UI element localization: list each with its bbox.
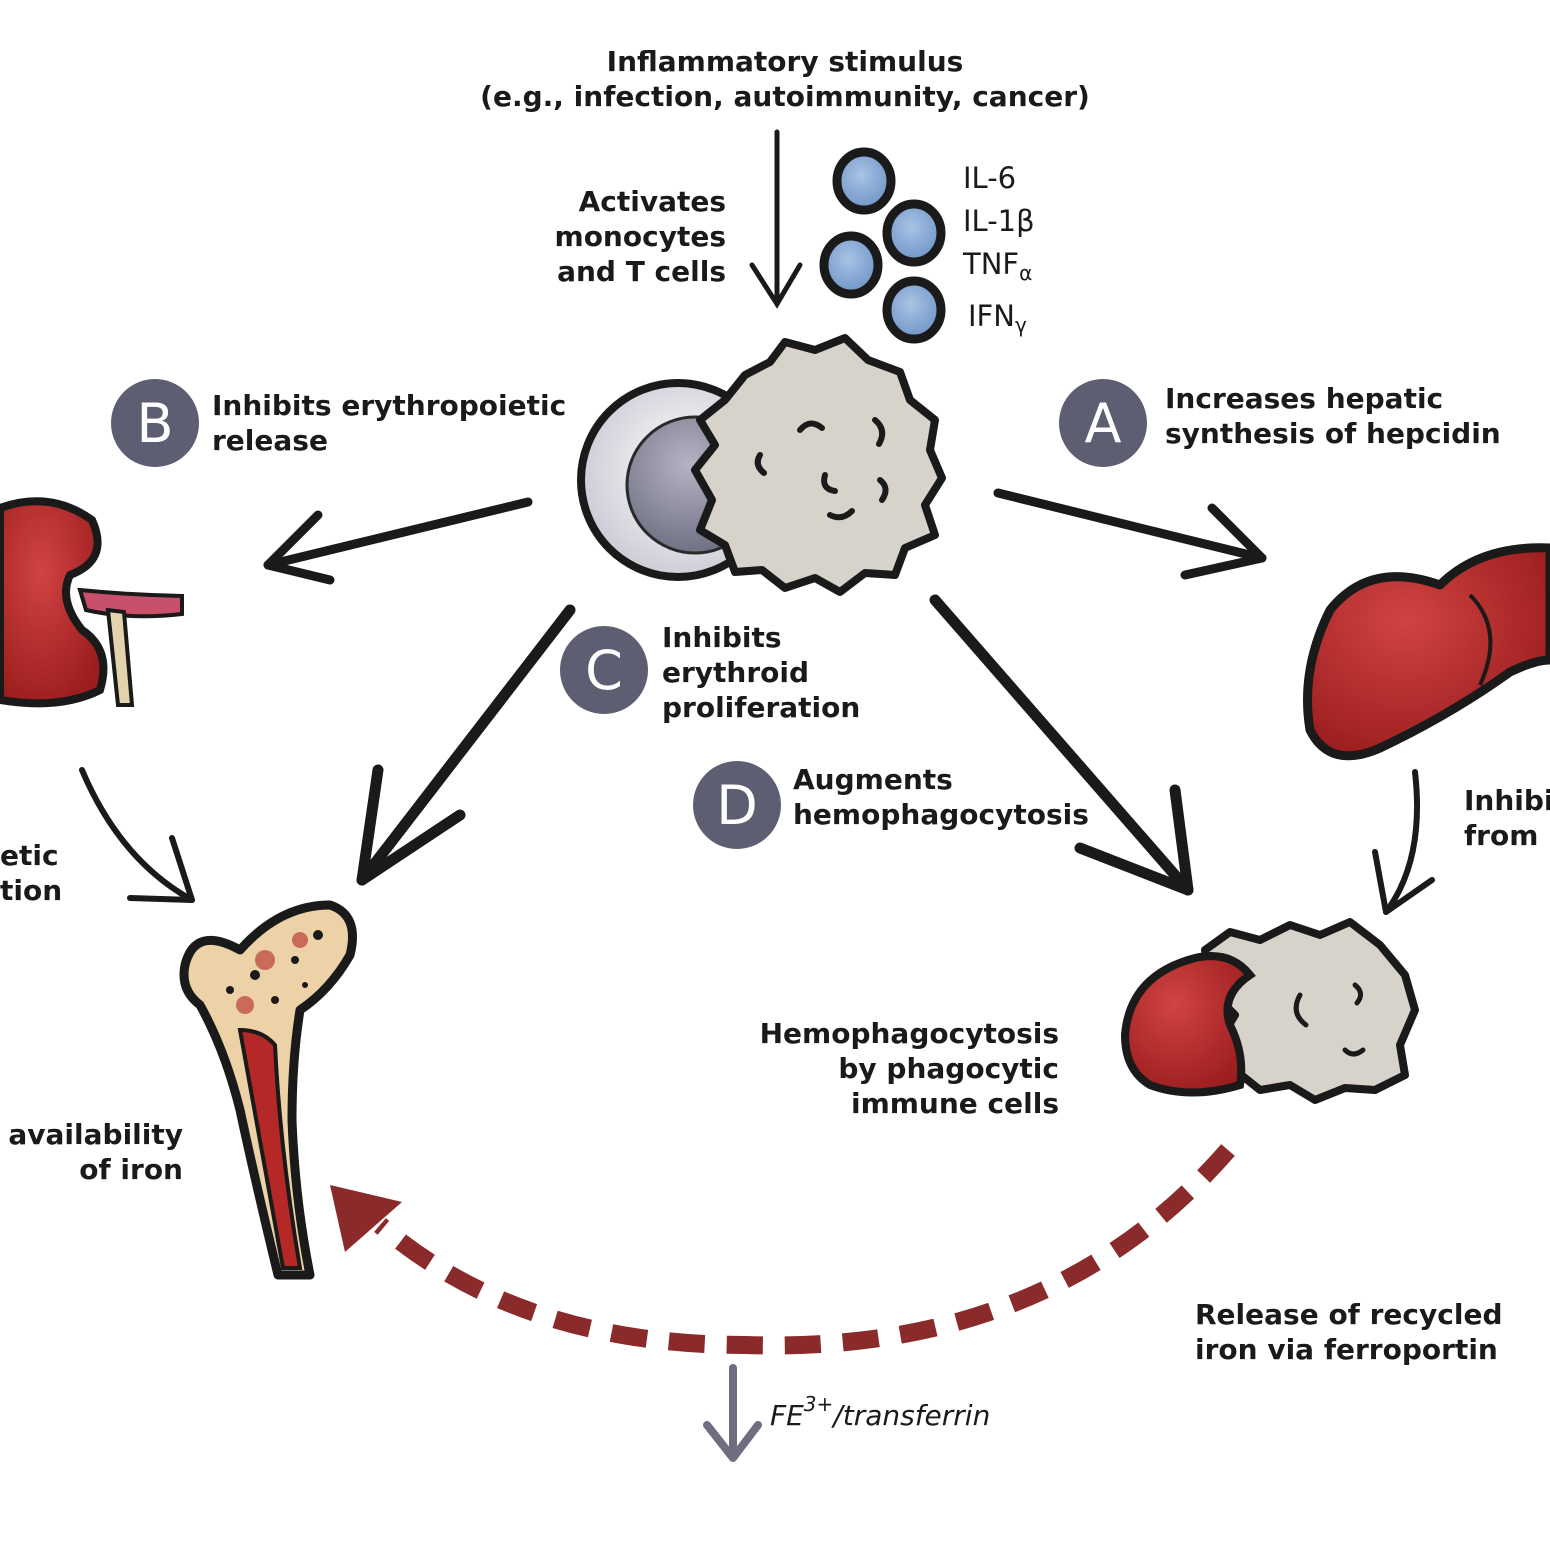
cytokine-il6-molecule <box>832 147 896 215</box>
svg-text:B: B <box>136 392 173 455</box>
mechanism-c-label: Inhibits erythroid proliferation <box>662 620 860 725</box>
arrow-to-kidney <box>263 497 533 585</box>
mechanism-a-label: Increases hepatic synthesis of hepcidin <box>1165 381 1501 451</box>
release-line2: iron via ferroportin <box>1195 1333 1498 1366</box>
arrow-liver-to-phagocyte <box>1372 769 1435 915</box>
release-line1: Release of recycled <box>1195 1298 1503 1331</box>
mechanism-d-line1: Augments <box>793 763 953 796</box>
arrow-to-phagocyte <box>929 594 1194 896</box>
stimulus-line2: (e.g., infection, autoimmunity, cancer) <box>480 80 1090 113</box>
activates-line2: monocytes <box>554 220 726 253</box>
mechanism-a-line1: Increases hepatic <box>1165 382 1444 415</box>
cytokine-tnf-base: TNF <box>963 247 1020 281</box>
cytokine-list: IL-6 IL-1β TNFα IFNγ <box>963 157 1035 347</box>
transferrin-arrow <box>703 1364 762 1462</box>
hemophagocytosis-line2: by phagocytic <box>838 1052 1059 1085</box>
bone-marrow-illustration <box>179 900 357 1280</box>
cytokine-ifn-base: IFN <box>968 299 1015 333</box>
badge-a: A <box>1059 379 1147 467</box>
iron-availability-label: availability of iron <box>0 1117 183 1187</box>
mechanism-d-label: Augments hemophagocytosis <box>793 762 1089 832</box>
cytokine-il1b-molecule <box>882 199 946 267</box>
right-partial-line1: Inhibi <box>1464 784 1550 817</box>
monocyte-cell <box>691 334 946 596</box>
iron-availability-line1: availability <box>8 1118 183 1151</box>
arrow-to-bone-marrow <box>356 604 576 886</box>
mechanism-b-label: Inhibits erythropoietic release <box>212 388 566 458</box>
release-label: Release of recycled iron via ferroportin <box>1195 1297 1502 1367</box>
transferrin-base: FE <box>770 1399 804 1432</box>
mechanism-c-line1: Inhibits <box>662 621 782 654</box>
mechanism-b-line2: release <box>212 424 328 457</box>
transferrin-label: FE3+/transferrin <box>770 1392 990 1432</box>
liver-illustration <box>1303 543 1550 761</box>
iron-recycle-arrow <box>330 1144 1235 1355</box>
stimulus-label: Inflammatory stimulus (e.g., infection, … <box>470 44 1100 114</box>
mechanism-c-line3: proliferation <box>662 691 861 724</box>
phagocyte-illustration <box>1120 918 1419 1104</box>
left-partial-line2: tion <box>0 874 63 907</box>
cytokine-tnf: TNFα <box>963 243 1035 295</box>
cytokine-ifn-sub: γ <box>1014 313 1027 337</box>
bone-speckles <box>226 930 323 1004</box>
badge-d: D <box>693 761 781 849</box>
left-partial-line1: etic <box>0 839 59 872</box>
svg-text:D: D <box>716 774 758 837</box>
cytokine-molecules <box>819 147 946 344</box>
stimulus-line1: Inflammatory stimulus <box>606 45 964 78</box>
arrow-to-liver <box>993 488 1267 580</box>
cytokine-tnf-sub: α <box>1019 261 1033 285</box>
left-partial-label: etic tion <box>0 838 63 908</box>
right-partial-label: Inhibi from <box>1464 783 1550 853</box>
cytokine-il1b: IL-1β <box>963 204 1035 238</box>
transferrin-sup: 3+ <box>803 1392 834 1416</box>
svg-text:C: C <box>585 639 623 702</box>
right-partial-line2: from <box>1464 819 1539 852</box>
cytokine-ifn: IFNγ <box>963 295 1035 347</box>
cytokine-tnf-molecule <box>819 231 883 299</box>
cytokine-ifn-molecule <box>882 276 946 344</box>
transferrin-suffix: /transferrin <box>833 1399 991 1432</box>
badge-b: B <box>111 379 199 467</box>
mechanism-b-line1: Inhibits erythropoietic <box>212 389 567 422</box>
activates-line3: and T cells <box>557 255 726 288</box>
activates-line1: Activates <box>578 185 726 218</box>
badge-c: C <box>560 626 648 714</box>
mechanism-c-line2: erythroid <box>662 656 810 689</box>
svg-text:A: A <box>1085 392 1122 455</box>
mechanism-a-line2: synthesis of hepcidin <box>1165 417 1501 450</box>
stimulus-arrow <box>749 129 803 309</box>
hemophagocytosis-line1: Hemophagocytosis <box>759 1017 1059 1050</box>
iron-availability-line2: of iron <box>79 1153 183 1186</box>
hemophagocytosis-label: Hemophagocytosis by phagocytic immune ce… <box>740 1016 1059 1121</box>
cytokine-il6: IL-6 <box>963 161 1017 195</box>
kidney-illustration <box>0 497 184 708</box>
arrow-kidney-to-bone <box>79 767 195 903</box>
mechanism-d-line2: hemophagocytosis <box>793 798 1089 831</box>
hemophagocytosis-line3: immune cells <box>850 1087 1059 1120</box>
activates-label: Activates monocytes and T cells <box>500 184 726 289</box>
